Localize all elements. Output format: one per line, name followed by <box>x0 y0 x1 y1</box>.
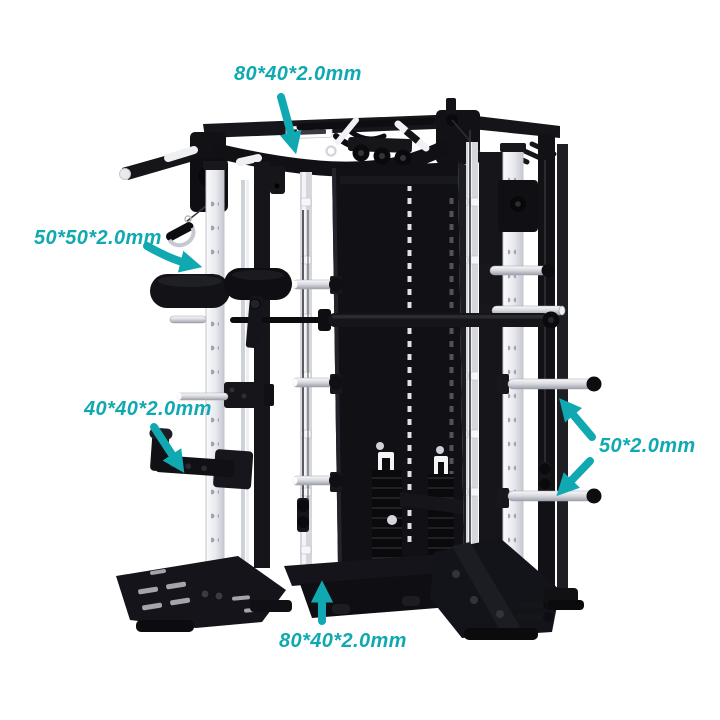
left-upright-assembly <box>203 161 312 574</box>
dimension-label-right: 50*2.0mm <box>599 435 696 457</box>
top-frame <box>119 98 560 248</box>
carabiner-ring-icon <box>325 145 337 157</box>
lat-handle <box>165 205 207 248</box>
top-pulleys <box>347 136 413 167</box>
adjustment-holes <box>406 186 413 548</box>
left-upper-dimension-arrow-icon <box>143 242 203 273</box>
selector-pin-icon <box>387 515 397 525</box>
white-sleeve <box>164 146 198 162</box>
left-foot-plate <box>116 556 286 628</box>
dimension-label-left-lower: 40*40*2.0mm <box>84 398 212 420</box>
smith-barbell <box>230 309 560 331</box>
safety-catch-bracket <box>175 382 274 408</box>
weight-stack-tower <box>332 162 476 568</box>
dimension-label-top: 80*40*2.0mm <box>234 63 362 85</box>
right-upper-dimension-arrow-icon <box>559 398 596 441</box>
dimension-label-left-upper: 50*50*2.0mm <box>34 227 162 249</box>
top-dimension-arrow-icon <box>277 93 302 155</box>
left-lower-dimension-arrow-icon <box>150 423 185 473</box>
base-frame <box>116 538 584 640</box>
dimension-label-bottom: 80*40*2.0mm <box>279 630 407 652</box>
right-upright-assembly <box>466 134 568 592</box>
foam-rollers <box>150 268 292 349</box>
right-lower-dimension-arrow-icon <box>556 457 594 497</box>
plate-holder-pegs-left <box>291 276 343 492</box>
